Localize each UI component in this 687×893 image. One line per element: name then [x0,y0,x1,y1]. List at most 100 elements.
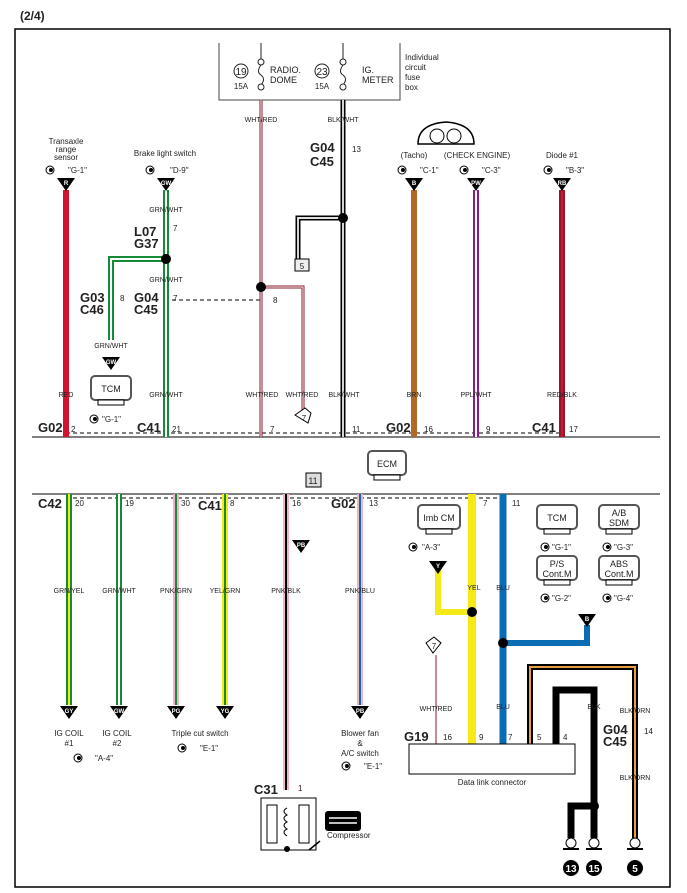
svg-text:Triple cut switch: Triple cut switch [171,729,228,738]
module-ref: "G-1" [552,543,571,552]
svg-text:16: 16 [443,733,452,742]
svg-text:YEL: YEL [467,585,480,592]
splice-dot [589,801,599,811]
wire-blk-ground [567,802,594,838]
module-ab-sdm-label: SDM [609,518,629,528]
instrument-cluster-icon [417,121,475,145]
svg-text:19: 19 [125,499,134,508]
ground-badge [627,860,643,876]
module-ps-cont-pins [543,579,571,586]
svg-text:GRN/WHT: GRN/WHT [149,277,183,284]
module-imb-cm-pins [425,528,453,535]
module-abs-cont-label: Cont.M [604,569,633,579]
eye-pupil [181,746,185,750]
module-ref: "G-3" [614,543,633,552]
svg-text:"E-1": "E-1" [200,744,218,753]
wire-blk-wht-branch-stripe [297,217,343,259]
svg-text:RED: RED [59,392,74,399]
svg-text:GRN/WHT: GRN/WHT [149,207,183,214]
eye-pupil [606,545,610,549]
svg-text:BLK/ORN: BLK/ORN [620,708,651,715]
svg-text:#1: #1 [65,739,74,748]
svg-text:GRN/YEL: GRN/YEL [54,588,85,595]
svg-text:7: 7 [432,642,437,651]
svg-text:GRN/WHT: GRN/WHT [94,343,128,350]
svg-text:7: 7 [302,414,307,423]
svg-text:G19: G19 [404,729,429,744]
svg-text:GRN/WHT: GRN/WHT [149,392,183,399]
svg-text:Transaxle: Transaxle [49,137,84,146]
flag-tacho-code: B [412,181,417,187]
svg-text:"D-9": "D-9" [170,166,189,175]
svg-text:C45: C45 [603,734,627,749]
svg-text:fuse: fuse [405,73,421,82]
svg-text:11: 11 [352,425,361,434]
splice-dot [161,254,171,264]
splice-dot [467,607,477,617]
svg-text:G04: G04 [310,140,335,155]
ground-terminal [565,837,577,849]
wire-grn-wht-tcm-stripe [110,258,166,340]
svg-text:19: 19 [235,67,247,78]
svg-text:C45: C45 [134,302,158,317]
svg-text:7: 7 [173,224,178,233]
eye-pupil [547,168,551,172]
flag-diode [553,178,571,191]
svg-text:4: 4 [563,733,568,742]
svg-text:5: 5 [300,262,305,271]
svg-text:IG COIL: IG COIL [54,729,84,738]
svg-text:15A: 15A [234,82,249,91]
svg-text:G03: G03 [80,290,105,305]
ground-terminal [629,837,641,849]
ground-terminal [588,837,600,849]
svg-text:30: 30 [181,499,190,508]
diagram-frame [14,28,671,888]
svg-text:23: 23 [316,67,328,78]
wire-blu-branch [503,625,590,646]
eye-pupil [77,756,81,760]
svg-text:20: 20 [75,499,84,508]
svg-text:range: range [56,145,77,154]
flag-transaxle [57,178,75,191]
flag-imb [429,561,447,574]
svg-text:L07: L07 [134,224,156,239]
module-tcm-right-pins [543,528,571,535]
svg-text:&: & [357,739,363,748]
eye-pupil [544,596,548,600]
svg-text:16: 16 [292,499,301,508]
svg-text:G04: G04 [134,290,159,305]
svg-text:BRN: BRN [407,392,422,399]
eye-pupil [401,168,405,172]
svg-text:13: 13 [369,499,378,508]
fuse-box: Individual circuit fuse box 19 15A RADIO… [218,43,439,101]
flag-yg [216,706,234,719]
svg-text:A/C switch: A/C switch [341,749,379,758]
svg-text:1: 1 [298,784,303,793]
svg-text:9: 9 [479,733,484,742]
eye-pupil [345,764,349,768]
flag-ig1 [60,706,78,719]
svg-text:8: 8 [273,296,278,305]
svg-text:IG.: IG. [362,65,374,75]
eye-pupil [544,545,548,549]
flag-imb-code: Y [436,564,440,570]
flag-pg [167,706,185,719]
svg-text:21: 21 [172,425,181,434]
svg-text:WHT/RED: WHT/RED [246,392,279,399]
flag-check-engine [467,178,485,191]
flag-diode-code: RB [558,181,567,187]
wire-blk-orn-stripe [529,666,636,838]
svg-text:BLK/WHT: BLK/WHT [328,392,360,399]
svg-text:Compressor: Compressor [327,831,371,840]
flag-tcm-code: GW [106,360,117,366]
svg-text:WHT/RED: WHT/RED [245,117,278,124]
svg-text:"C-3": "C-3" [482,166,501,175]
flag-check-engine-code: PW [471,181,481,187]
svg-text:PNK/GRN: PNK/GRN [160,588,192,595]
module-tcm-left-pins [97,399,125,406]
module-ref: "G-2" [552,594,571,603]
svg-text:8: 8 [120,294,125,303]
flag-blower [351,706,369,719]
svg-text:"C-1": "C-1" [420,166,439,175]
svg-text:7: 7 [270,425,275,434]
